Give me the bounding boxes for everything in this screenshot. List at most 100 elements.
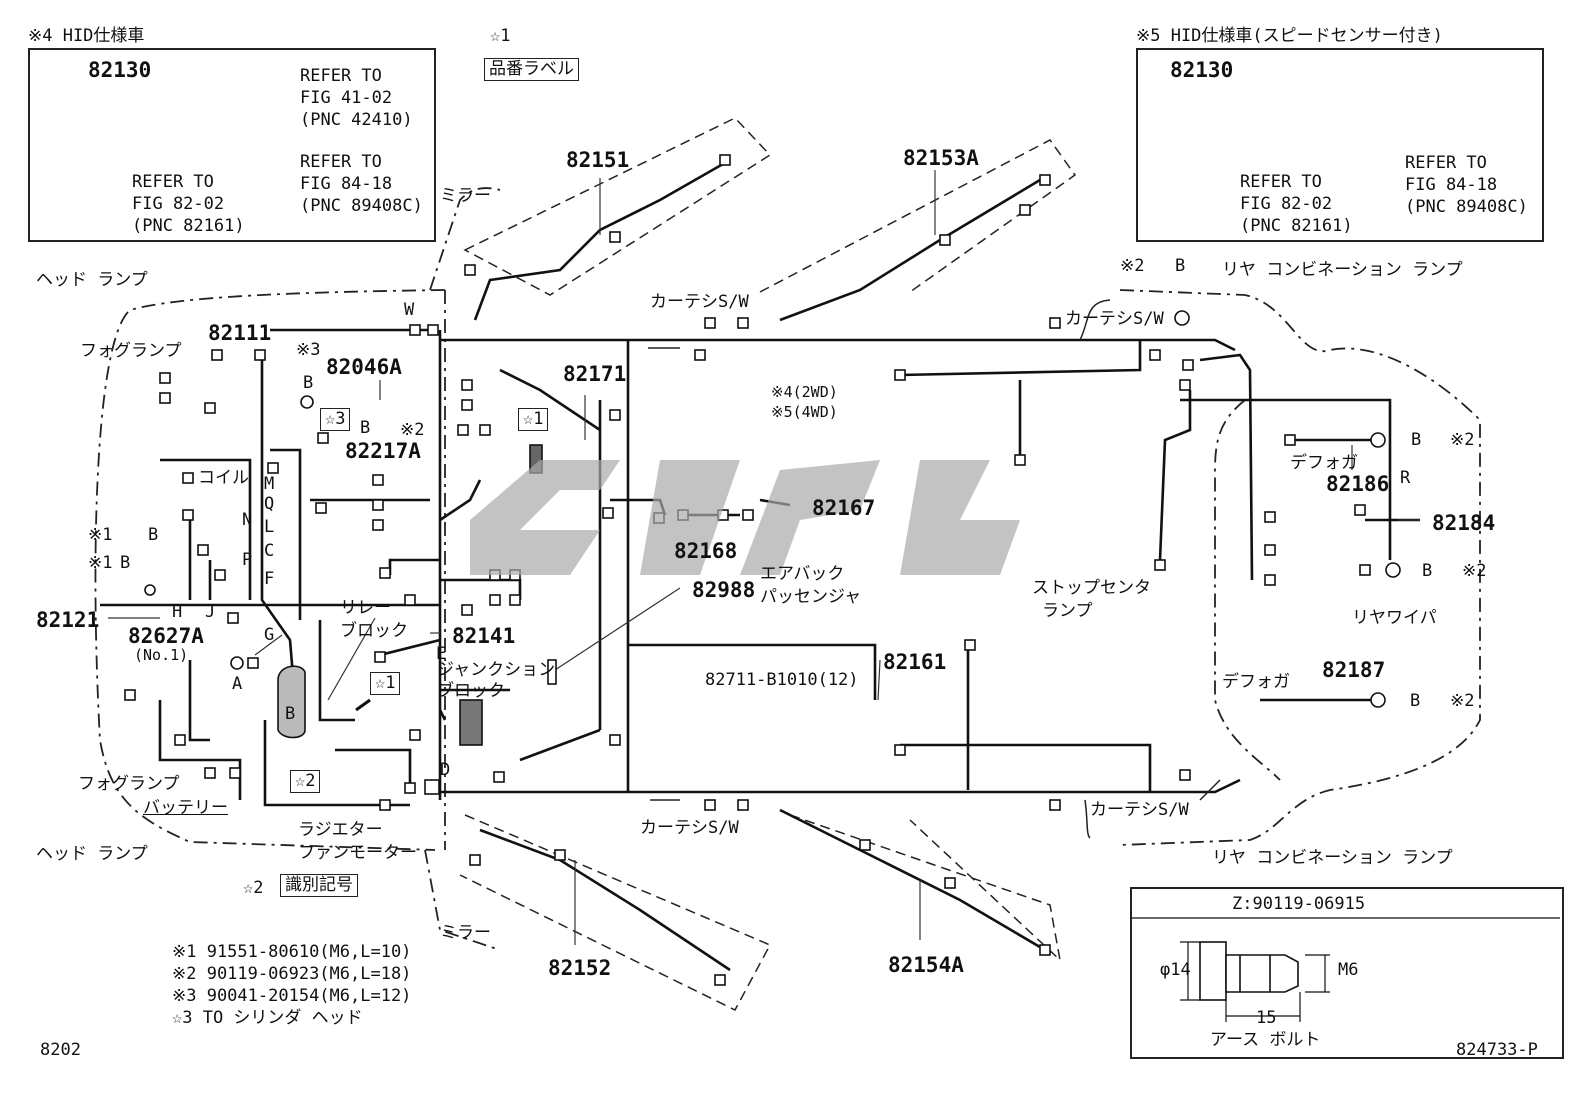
star2-note-mark: ☆2 xyxy=(243,878,264,898)
star2-marker: ☆2 xyxy=(290,770,321,793)
bolt-b-marker-2: B xyxy=(1411,430,1422,450)
r-marker: R xyxy=(1400,468,1411,488)
stop-lamp-label-1: ストップセンタ xyxy=(1032,578,1151,598)
hid4-ref-8: FIG 82-02 xyxy=(132,194,225,214)
n-marker: N xyxy=(242,510,253,530)
bolt-header: Z:90119-06915 xyxy=(1232,894,1366,914)
defogger-label-2: デフォガ xyxy=(1222,672,1290,692)
hid5-ref-3: (PNC 89408C) xyxy=(1405,197,1528,217)
courtesy-switch-4: カーテシS/W xyxy=(1090,800,1189,820)
bolt-thread: M6 xyxy=(1338,960,1359,980)
ref2-marker-b: ※2 xyxy=(1120,256,1145,276)
hid5-ref-2: FIG 84-18 xyxy=(1405,175,1498,195)
hid5-ref-4: REFER TO xyxy=(1240,172,1322,192)
part-82988: 82988 xyxy=(692,578,756,602)
4wd-label: ※5(4WD) xyxy=(771,403,838,421)
hid4-ref-5: FIG 84-18 xyxy=(300,174,393,194)
relay-block-b-marker: B xyxy=(285,704,296,724)
star1-marker-b: ☆1 xyxy=(370,672,401,695)
p-marker: P xyxy=(242,550,253,570)
defogger-label-1: デフォガ xyxy=(1290,453,1358,473)
star1-mark: ☆1 xyxy=(490,26,511,46)
d-marker: D xyxy=(440,760,451,780)
part-82627A: 82627A xyxy=(128,624,204,648)
figure-number: 8202 xyxy=(40,1040,81,1060)
a-marker: A xyxy=(232,674,243,694)
radiator-label-2: ファンモーター xyxy=(298,843,417,863)
battery-label: バッテリー xyxy=(143,798,228,818)
l-marker: L xyxy=(264,517,275,537)
part-82153A: 82153A xyxy=(903,146,979,170)
relay-label-1: リレー xyxy=(340,598,391,618)
courtesy-switch-3: カーテシS/W xyxy=(640,818,739,838)
bolt-b-marker: B xyxy=(1175,256,1186,276)
hid4-ref-6: (PNC 89408C) xyxy=(300,196,423,216)
ref3-marker: ※3 xyxy=(296,340,321,360)
ref1-marker-b: ※1 xyxy=(88,553,113,573)
rear-combination-lamp-bottom: リヤ コンビネーション ランプ xyxy=(1212,848,1453,868)
f-marker: F xyxy=(264,569,275,589)
part-82154A: 82154A xyxy=(888,953,964,977)
hid4-ref-7: REFER TO xyxy=(132,172,214,192)
airbag-label-2: パッセンジャ xyxy=(760,587,862,607)
hid5-ref-1: REFER TO xyxy=(1405,153,1487,173)
stop-lamp-label-2: ランプ xyxy=(1042,601,1093,621)
bolt-diameter: φ14 xyxy=(1160,960,1191,980)
ref1-marker-a: ※1 xyxy=(88,525,113,545)
foglamp-top-label: フォグランプ xyxy=(80,341,182,361)
ref2-marker-e: ※2 xyxy=(1450,691,1475,711)
bolt-b-marker-7: B xyxy=(148,525,159,545)
part-82171: 82171 xyxy=(563,362,627,386)
g-marker: G xyxy=(264,625,275,645)
bolt-length: 15 xyxy=(1256,1008,1277,1028)
mirror-bottom-label: ミラー xyxy=(440,923,491,943)
inset-hid4 xyxy=(28,48,436,242)
note-ref2: ※2 90119-06923(M6,L=18) xyxy=(172,964,412,984)
courtesy-switch-2: カーテシS/W xyxy=(1065,309,1164,329)
part-82184: 82184 xyxy=(1432,511,1496,535)
part-82121: 82121 xyxy=(36,608,100,632)
inset-ground-bolt xyxy=(1130,887,1564,1059)
j-marker: J xyxy=(205,602,216,622)
part-82111: 82111 xyxy=(208,321,272,345)
bolt-b-marker-5: B xyxy=(303,373,314,393)
junction-label-1: ジャンクション xyxy=(437,660,556,680)
m-marker: M xyxy=(264,474,275,494)
h-marker: H xyxy=(172,602,183,622)
ref2-marker-c: ※2 xyxy=(1450,430,1475,450)
part-82168: 82168 xyxy=(674,539,738,563)
hid5-header: ※5 HID仕様車(スピードセンサー付き) xyxy=(1136,26,1443,46)
drawing-number: 824733-P xyxy=(1456,1040,1538,1060)
w-marker: W xyxy=(404,300,415,320)
hid4-ref-1: REFER TO xyxy=(300,66,382,86)
part-82141: 82141 xyxy=(452,624,516,648)
bolt-b-marker-3: B xyxy=(1422,561,1433,581)
rear-wiper-label: リヤワイパ xyxy=(1352,608,1437,628)
part-number-label: 品番ラベル xyxy=(484,58,579,81)
hid4-header: ※4 HID仕様車 xyxy=(28,26,145,46)
hid5-ref-6: (PNC 82161) xyxy=(1240,216,1353,236)
part-82711: 82711-B1010(12) xyxy=(705,670,859,690)
bolt-b-marker-8: B xyxy=(120,553,131,573)
relay-label-2: ブロック xyxy=(340,621,408,641)
hid4-ref-9: (PNC 82161) xyxy=(132,216,245,236)
q-marker: Q xyxy=(264,494,275,514)
ref2-marker-d: ※2 xyxy=(1462,561,1487,581)
airbag-label-1: エアバック xyxy=(760,564,845,584)
part-82187: 82187 xyxy=(1322,658,1386,682)
bolt-caption: アース ボルト xyxy=(1210,1030,1321,1050)
bolt-b-marker-4: B xyxy=(1410,691,1421,711)
part-82217A: 82217A xyxy=(345,439,421,463)
mirror-top-label: ミラー xyxy=(440,186,491,206)
part-82161: 82161 xyxy=(883,650,947,674)
inset-hid5 xyxy=(1136,48,1544,242)
hid4-part-number: 82130 xyxy=(88,58,152,82)
part-82151: 82151 xyxy=(566,148,630,172)
part-82152: 82152 xyxy=(548,956,612,980)
hid5-ref-5: FIG 82-02 xyxy=(1240,194,1333,214)
courtesy-switch-1: カーテシS/W xyxy=(650,292,749,312)
foglamp-bottom-label: フォグランプ xyxy=(78,774,180,794)
rear-combination-lamp-top: リヤ コンビネーション ランプ xyxy=(1222,260,1463,280)
identification-mark-label: 識別記号 xyxy=(280,874,358,897)
